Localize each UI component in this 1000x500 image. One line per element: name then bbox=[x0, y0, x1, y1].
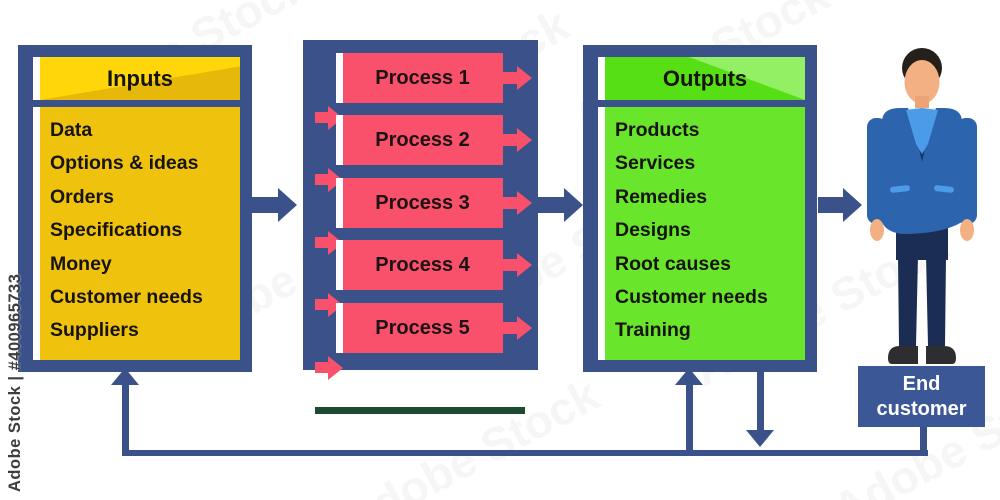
person-right-pocket bbox=[934, 185, 954, 193]
arrow-outputs-to-customer-head bbox=[843, 188, 862, 222]
watermark-side-text: Adobe Stock | #400965733 bbox=[6, 273, 24, 492]
red-arrow-in-icon bbox=[315, 237, 328, 248]
red-arrow-out-icon bbox=[503, 259, 517, 271]
outputs-body-row: Products Services Remedies Designs Root … bbox=[598, 107, 805, 360]
outputs-list-item: Designs bbox=[615, 219, 691, 242]
outputs-box: Outputs Products Services Remedies Desig… bbox=[583, 45, 817, 372]
process-step-2: Process 2 bbox=[336, 115, 503, 165]
red-arrow-in-icon bbox=[315, 112, 328, 123]
person-left-shoe bbox=[888, 346, 918, 364]
arrow-process-to-outputs-head bbox=[564, 188, 583, 222]
red-arrow-out-icon bbox=[503, 322, 517, 334]
red-arrow-out-head-icon bbox=[517, 253, 532, 277]
outputs-list-item: Services bbox=[615, 152, 696, 175]
watermark-tile: Adobe Stock bbox=[334, 368, 607, 500]
person-left-pocket bbox=[890, 185, 910, 193]
feedback-arrow-to-outputs-head bbox=[675, 368, 703, 385]
feedback-line-customer-stem bbox=[920, 427, 927, 456]
red-arrow-in-icon bbox=[315, 362, 328, 373]
inputs-header: Inputs bbox=[40, 57, 240, 100]
person-right-hand bbox=[960, 219, 974, 241]
feedback-arrow-to-inputs-head bbox=[111, 368, 139, 385]
person-left-lapel bbox=[906, 108, 922, 154]
person-right-leg bbox=[926, 256, 946, 346]
feedback-arrow-to-inputs bbox=[122, 384, 129, 450]
red-arrow-in-head-icon bbox=[328, 356, 343, 380]
process-step-label: Process 3 bbox=[375, 191, 470, 214]
red-arrow-out-head-icon bbox=[517, 191, 532, 215]
outputs-title: Outputs bbox=[662, 65, 748, 91]
customer-person-figure bbox=[867, 48, 977, 364]
inputs-list: Data Options & ideas Orders Specificatio… bbox=[40, 107, 240, 360]
process-bar-accent-strip bbox=[336, 115, 343, 165]
red-arrow-out-icon bbox=[503, 134, 517, 146]
outputs-list-item: Training bbox=[615, 319, 691, 342]
arrow-outputs-to-customer bbox=[818, 197, 843, 213]
person-jacket bbox=[882, 108, 962, 234]
arrow-inputs-to-process bbox=[252, 197, 278, 213]
red-arrow-out-head-icon bbox=[517, 128, 532, 152]
inputs-body-accent-strip bbox=[33, 107, 40, 360]
feedback-line-bottom bbox=[122, 450, 928, 456]
inputs-header-accent-strip bbox=[33, 57, 40, 100]
process-bar-accent-strip bbox=[336, 178, 343, 228]
process-step-4: Process 4 bbox=[336, 240, 503, 290]
red-arrow-out-icon bbox=[503, 72, 517, 84]
person-right-shoe bbox=[926, 346, 956, 364]
person-face bbox=[904, 60, 940, 104]
red-arrow-in-icon bbox=[315, 299, 328, 310]
end-customer-label: End customer bbox=[876, 372, 967, 420]
red-arrow-out-icon bbox=[503, 197, 517, 209]
process-step-5: Process 5 bbox=[336, 303, 503, 353]
outputs-list-item: Products bbox=[615, 119, 700, 141]
red-arrow-in-icon bbox=[315, 174, 328, 185]
process-bar-accent-strip bbox=[336, 53, 343, 103]
feedback-arrow-from-outputs-head bbox=[746, 430, 774, 447]
arrow-inputs-to-process-head bbox=[278, 188, 297, 222]
process-step-label: Process 4 bbox=[375, 253, 470, 276]
process-step-1: Process 1 bbox=[336, 53, 503, 103]
outputs-list: Products Services Remedies Designs Root … bbox=[605, 107, 805, 360]
process-bar-accent-strip bbox=[336, 240, 343, 290]
end-customer-box: End customer bbox=[858, 366, 985, 427]
person-right-lapel bbox=[922, 108, 938, 154]
inputs-title: Inputs bbox=[107, 65, 173, 91]
person-left-hand bbox=[870, 219, 884, 241]
feedback-arrow-to-outputs bbox=[686, 384, 693, 450]
process-box: Process 1 Process 2 Process 3 Process 4 bbox=[303, 40, 538, 380]
process-step-label: Process 2 bbox=[375, 128, 470, 151]
inputs-list-item: Money bbox=[50, 252, 112, 275]
outputs-header: Outputs bbox=[605, 57, 805, 100]
outputs-header-row: Outputs bbox=[598, 57, 805, 100]
outputs-header-accent-strip bbox=[598, 57, 605, 100]
red-arrow-out-head-icon bbox=[517, 316, 532, 340]
red-arrow-out-head-icon bbox=[517, 66, 532, 90]
inputs-list-item: Orders bbox=[50, 185, 114, 208]
inputs-box: Inputs Data Options & ideas Orders Speci… bbox=[18, 45, 252, 372]
person-left-leg bbox=[898, 256, 918, 346]
outputs-list-item: Customer needs bbox=[615, 286, 768, 309]
process-bar-accent-strip bbox=[336, 303, 343, 353]
inputs-list-item: Customer needs bbox=[50, 286, 203, 309]
process-step-label: Process 1 bbox=[375, 66, 470, 89]
process-step-3: Process 3 bbox=[336, 178, 503, 228]
outputs-body-accent-strip bbox=[598, 107, 605, 360]
inputs-list-item: Specifications bbox=[50, 219, 183, 242]
person-neck bbox=[915, 96, 929, 110]
feedback-arrow-from-outputs bbox=[757, 372, 764, 430]
process-step-label: Process 5 bbox=[375, 316, 470, 339]
inputs-header-row: Inputs bbox=[33, 57, 240, 100]
outputs-list-item: Remedies bbox=[615, 185, 708, 208]
arrow-process-to-outputs bbox=[538, 197, 564, 213]
inputs-body-row: Data Options & ideas Orders Specificatio… bbox=[33, 107, 240, 360]
inputs-list-item: Options & ideas bbox=[50, 152, 199, 175]
inputs-list-item: Data bbox=[50, 119, 93, 141]
outputs-list-item: Root causes bbox=[615, 252, 731, 275]
divider-bar bbox=[315, 407, 525, 414]
inputs-list-item: Suppliers bbox=[50, 319, 139, 342]
